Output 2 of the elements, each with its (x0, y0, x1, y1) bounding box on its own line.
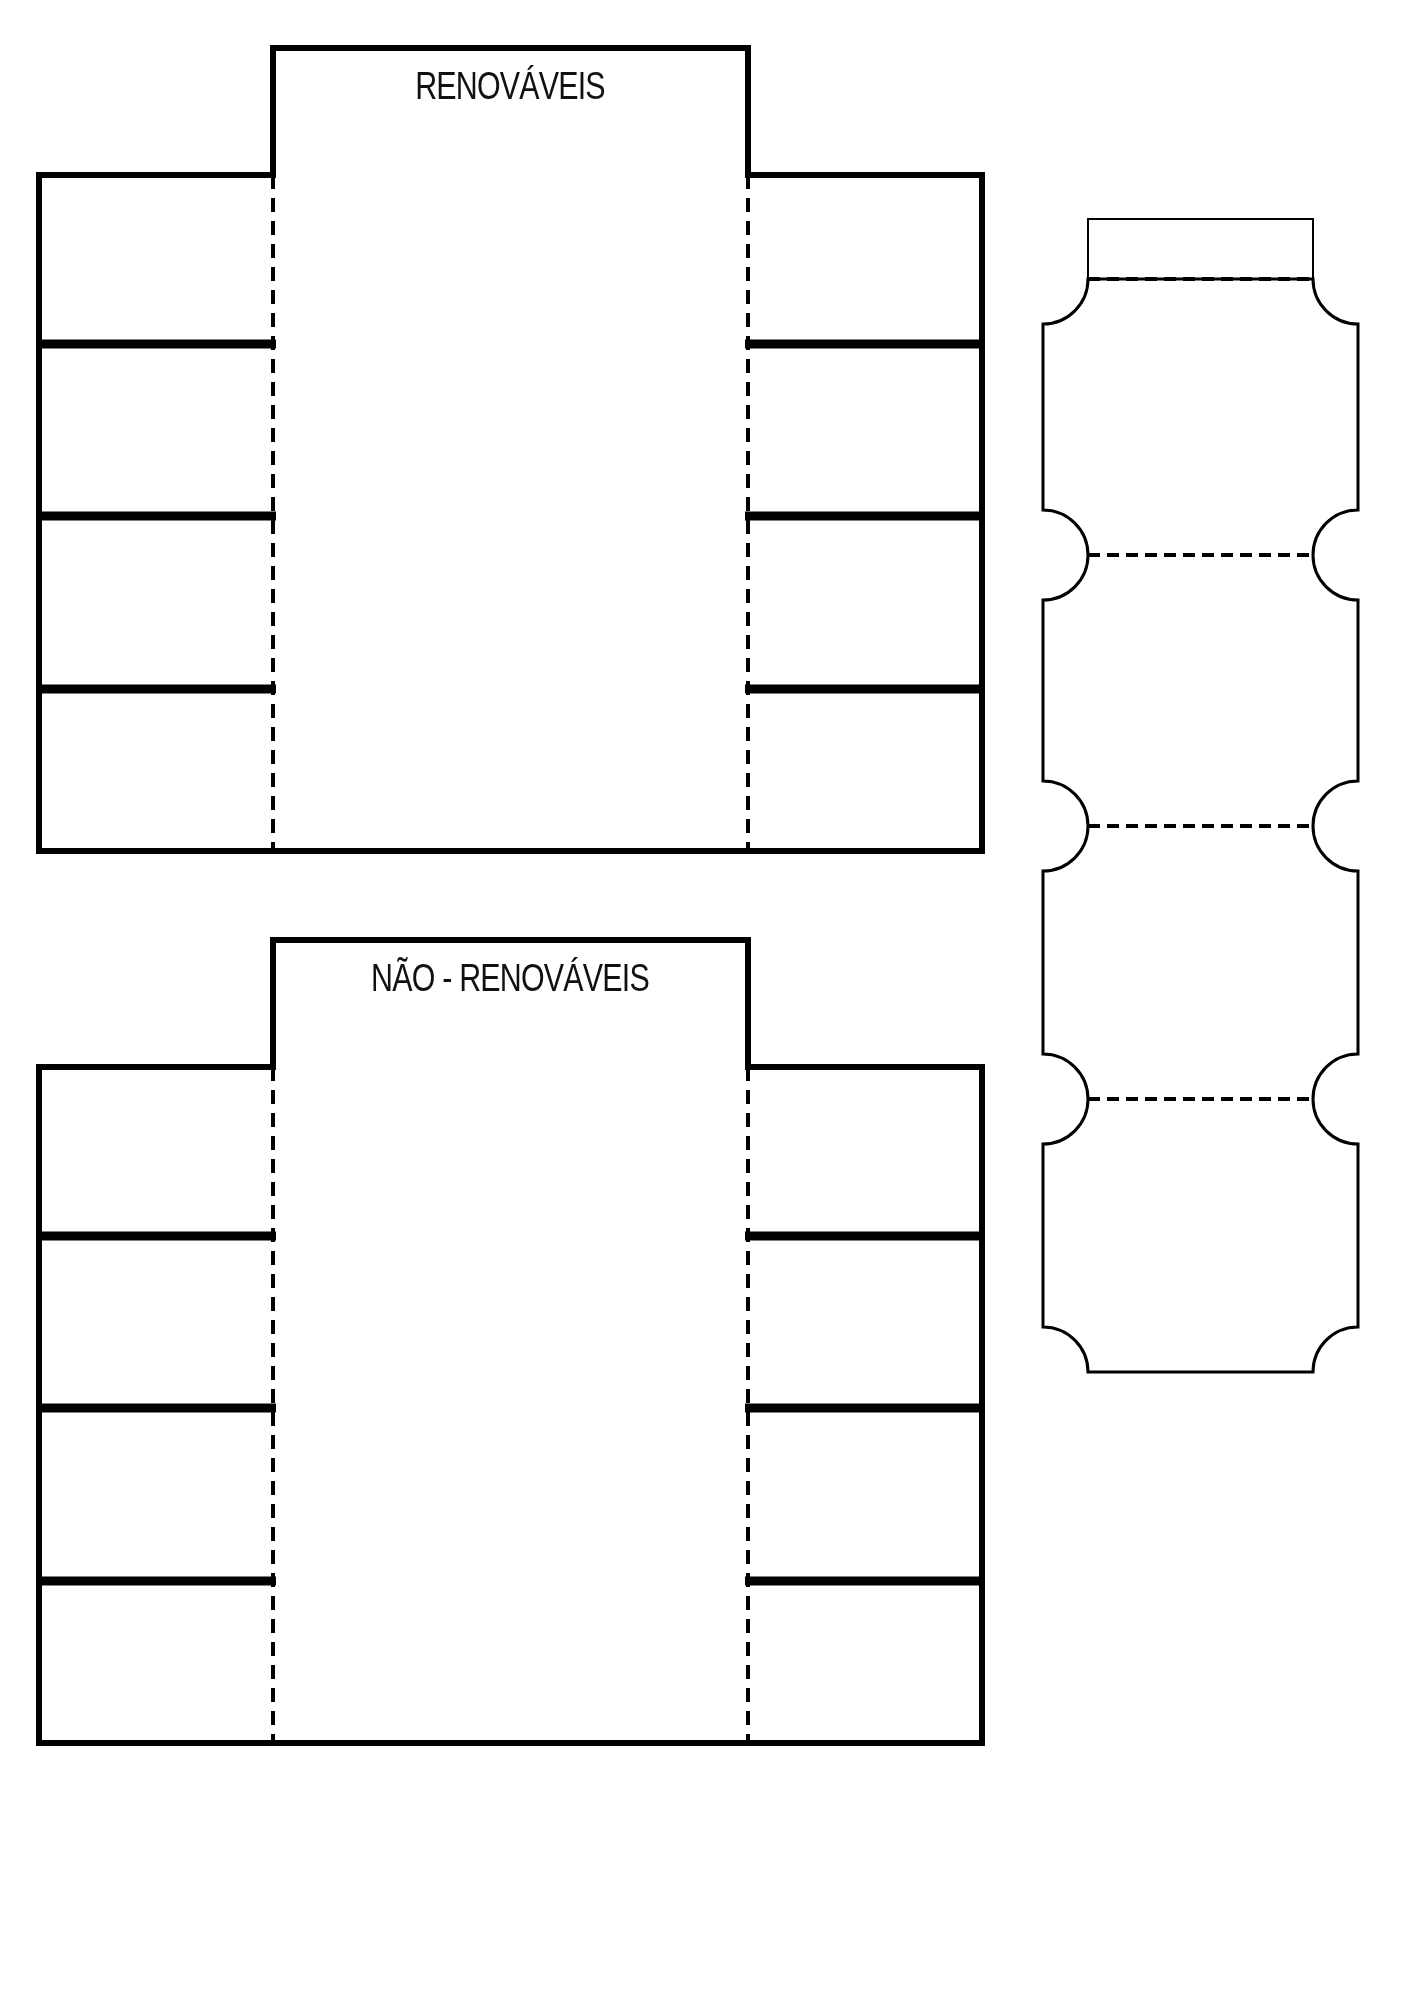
template-title: RENOVÁVEIS (415, 65, 605, 108)
template-title: NÃO - RENOVÁVEIS (371, 957, 649, 1000)
